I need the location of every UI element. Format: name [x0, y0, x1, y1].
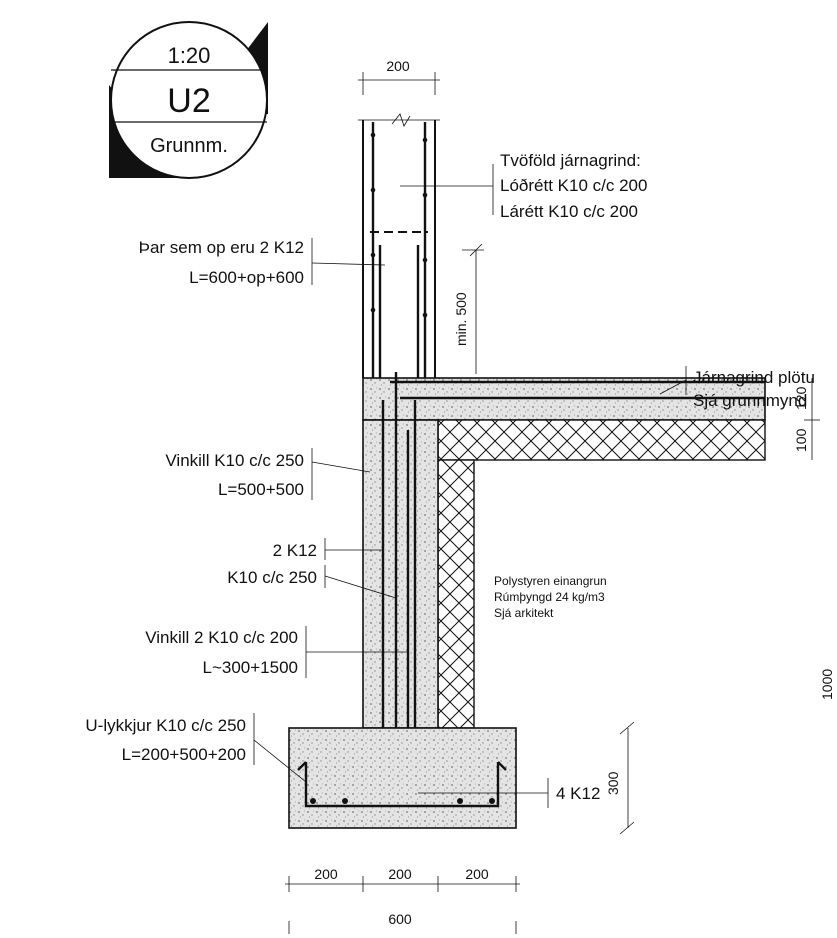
insulation-annotation: Polystyren einangrun Rúmþyngd 24 kg/m3 S…	[494, 574, 607, 620]
angle2-annotation: Vinkill 2 K10 c/c 200 L~300+1500	[145, 626, 408, 678]
dim-100: 100	[793, 428, 809, 452]
upper-wall	[358, 113, 440, 378]
scale-label: 1:20	[168, 43, 211, 68]
u-loop-line2: L=200+500+200	[122, 745, 246, 764]
dim-300: 300	[605, 771, 621, 795]
slab-thickness-dims: 120 100	[793, 378, 820, 460]
angle1-line2: L=500+500	[218, 480, 304, 499]
footing	[288, 727, 517, 829]
bars-4k12-annotation: 4 K12	[418, 778, 600, 808]
horizontal-rebar-label: Lárétt K10 c/c 200	[500, 202, 638, 221]
angle1-annotation: Vinkill K10 c/c 250 L=500+500	[165, 448, 371, 500]
angle2-line1: Vinkill 2 K10 c/c 200	[145, 628, 298, 647]
slab-rebar-annotation: Járnagrind plötu Sjá grunnmynd	[659, 366, 815, 410]
double-rebar-title: Tvöföld járnagrind:	[500, 151, 641, 170]
footing-dim-1: 200	[314, 866, 338, 882]
footing-total-dim: 600	[388, 911, 412, 927]
footing-width-dimensions: 200 200 200 600	[285, 866, 520, 934]
footing-dim-2: 200	[388, 866, 412, 882]
openings-line1: Þar sem op eru 2 K12	[139, 238, 304, 257]
slab-rebar-line2: Sjá grunnmynd	[693, 391, 807, 410]
detail-id: U2	[167, 82, 210, 120]
dim-1000: 1000	[819, 669, 835, 700]
min-length-dimension: min. 500	[453, 243, 484, 374]
floor-slab	[362, 377, 766, 460]
angle2-line2: L~300+1500	[203, 658, 299, 677]
section-label: Grunnm.	[150, 135, 228, 157]
insulation-line1: Polystyren einangrun	[494, 574, 607, 588]
double-rebar-annotation: Tvöföld járnagrind: Lóðrétt K10 c/c 200 …	[400, 151, 647, 221]
openings-annotation: Þar sem op eru 2 K12 L=600+op+600	[139, 238, 386, 287]
u-loop-annotation: U-lykkjur K10 c/c 250 L=200+500+200	[85, 713, 307, 783]
openings-line2: L=600+op+600	[189, 268, 304, 287]
k10-250-label: K10 c/c 250	[227, 568, 317, 587]
footing-height-dimension: 300	[605, 721, 635, 835]
insulation-line3: Sjá arkitekt	[494, 606, 554, 620]
footing-dim-3: 200	[465, 866, 489, 882]
bars-2k12-label: 2 K12	[273, 541, 317, 560]
wall-width-value: 200	[386, 58, 410, 74]
slab-rebar-line1: Járnagrind plötu	[693, 368, 815, 387]
u-loop-line1: U-lykkjur K10 c/c 250	[85, 716, 246, 735]
wall-width-dimension: 200	[358, 58, 440, 95]
k10-250-annotation: K10 c/c 250	[227, 565, 397, 599]
angle1-line1: Vinkill K10 c/c 250	[165, 451, 304, 470]
insulation	[437, 419, 766, 729]
bars-2k12-annotation: 2 K12	[273, 538, 383, 560]
dim-120: 120	[793, 386, 809, 410]
lower-wall	[362, 372, 439, 810]
vertical-rebar-label: Lóðrétt K10 c/c 200	[500, 176, 647, 195]
min-length-label: min. 500	[453, 292, 469, 346]
bars-4k12-label: 4 K12	[556, 784, 600, 803]
title-block: 1:20 U2 Grunnm.	[109, 21, 268, 179]
insulation-line2: Rúmþyngd 24 kg/m3	[494, 590, 605, 604]
